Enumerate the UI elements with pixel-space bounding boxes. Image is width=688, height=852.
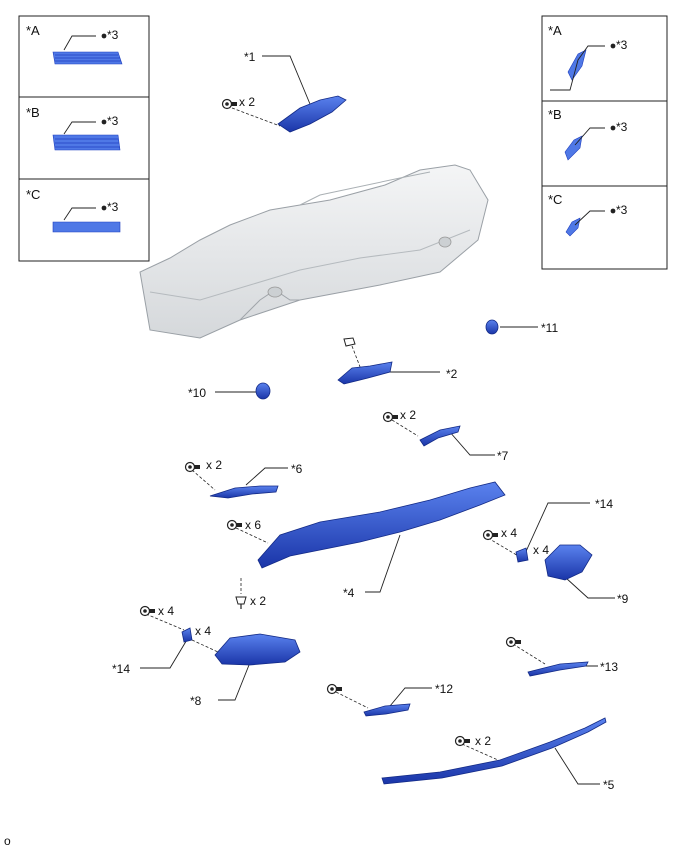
qty-part-6-screws: x 2 [206,458,223,472]
callout-10: *10 [188,386,207,400]
callout-4: *4 [343,586,355,600]
inset-b-part [52,134,121,151]
callout-14-right: *14 [595,497,614,511]
dashed-leaders [145,107,546,761]
qty-part-14-left: x 4 [195,624,212,638]
part-11-cap [485,319,499,335]
callout-7: *7 [497,449,509,463]
callout-3-right-a: *3 [616,38,628,52]
qty-part-4-screws: x 6 [245,518,262,532]
callout-12: *12 [435,682,454,696]
qty-part-5-screws: x 2 [475,734,492,748]
clip-fastener [235,596,247,609]
callout-3-right-c: *3 [616,203,628,217]
qty-part-9-screws: x 4 [501,526,518,540]
callout-3-right-b: *3 [616,120,628,134]
solid-leaders [140,55,615,785]
callout-3-left-b: *3 [107,114,119,128]
part-12-strip [363,703,411,717]
bumper-components [181,95,607,785]
callout-6: *6 [291,462,303,476]
qty-part-1-screws: x 2 [239,95,256,109]
part-10-cap [255,382,271,400]
part-7-bracket [419,425,461,447]
screw-fasteners [139,98,521,747]
inset-label-a-left: *A [26,23,40,38]
part-5-molding [381,717,607,785]
callout-13: *13 [600,660,619,674]
qty-part-14-right: x 4 [533,543,550,557]
part-14-bracket-left [181,627,193,643]
callout-9: *9 [617,592,629,606]
inset-label-a-right: *A [548,23,562,38]
qty-part-8-screws: x 4 [158,604,175,618]
part-9-finisher [544,544,593,581]
part-8-finisher [214,633,301,666]
callout-14-left: *14 [112,662,131,676]
left-inset-graphics [18,15,150,262]
callout-8: *8 [190,694,202,708]
inset-label-c-left: *C [26,187,41,202]
part-1-bracket [277,95,347,133]
part-14-bracket-right [515,547,529,563]
callout-1: *1 [244,50,256,64]
callout-11: *11 [541,321,559,335]
inset-label-b-left: *B [26,105,40,120]
bumper-cover [139,164,489,339]
part-4-lower-cover [257,481,506,569]
callout-5: *5 [603,778,615,792]
callout-3-left-a: *3 [107,28,119,42]
inset-label-c-right: *C [548,192,563,207]
right-inset-graphics [541,15,668,270]
qty-part-7-screws: x 2 [400,408,417,422]
part-13-strip [527,661,589,677]
retainer-clip [343,337,356,347]
callout-3-left-c: *3 [107,200,119,214]
qty-part-4-clips: x 2 [250,594,267,608]
inset-right-c-part [565,217,581,237]
callout-2: *2 [446,367,458,381]
footer-code: o [4,834,11,848]
inset-label-b-right: *B [548,107,562,122]
part-6-bracket [209,485,279,499]
inset-c-part [52,221,121,233]
part-2-retainer [337,361,393,385]
